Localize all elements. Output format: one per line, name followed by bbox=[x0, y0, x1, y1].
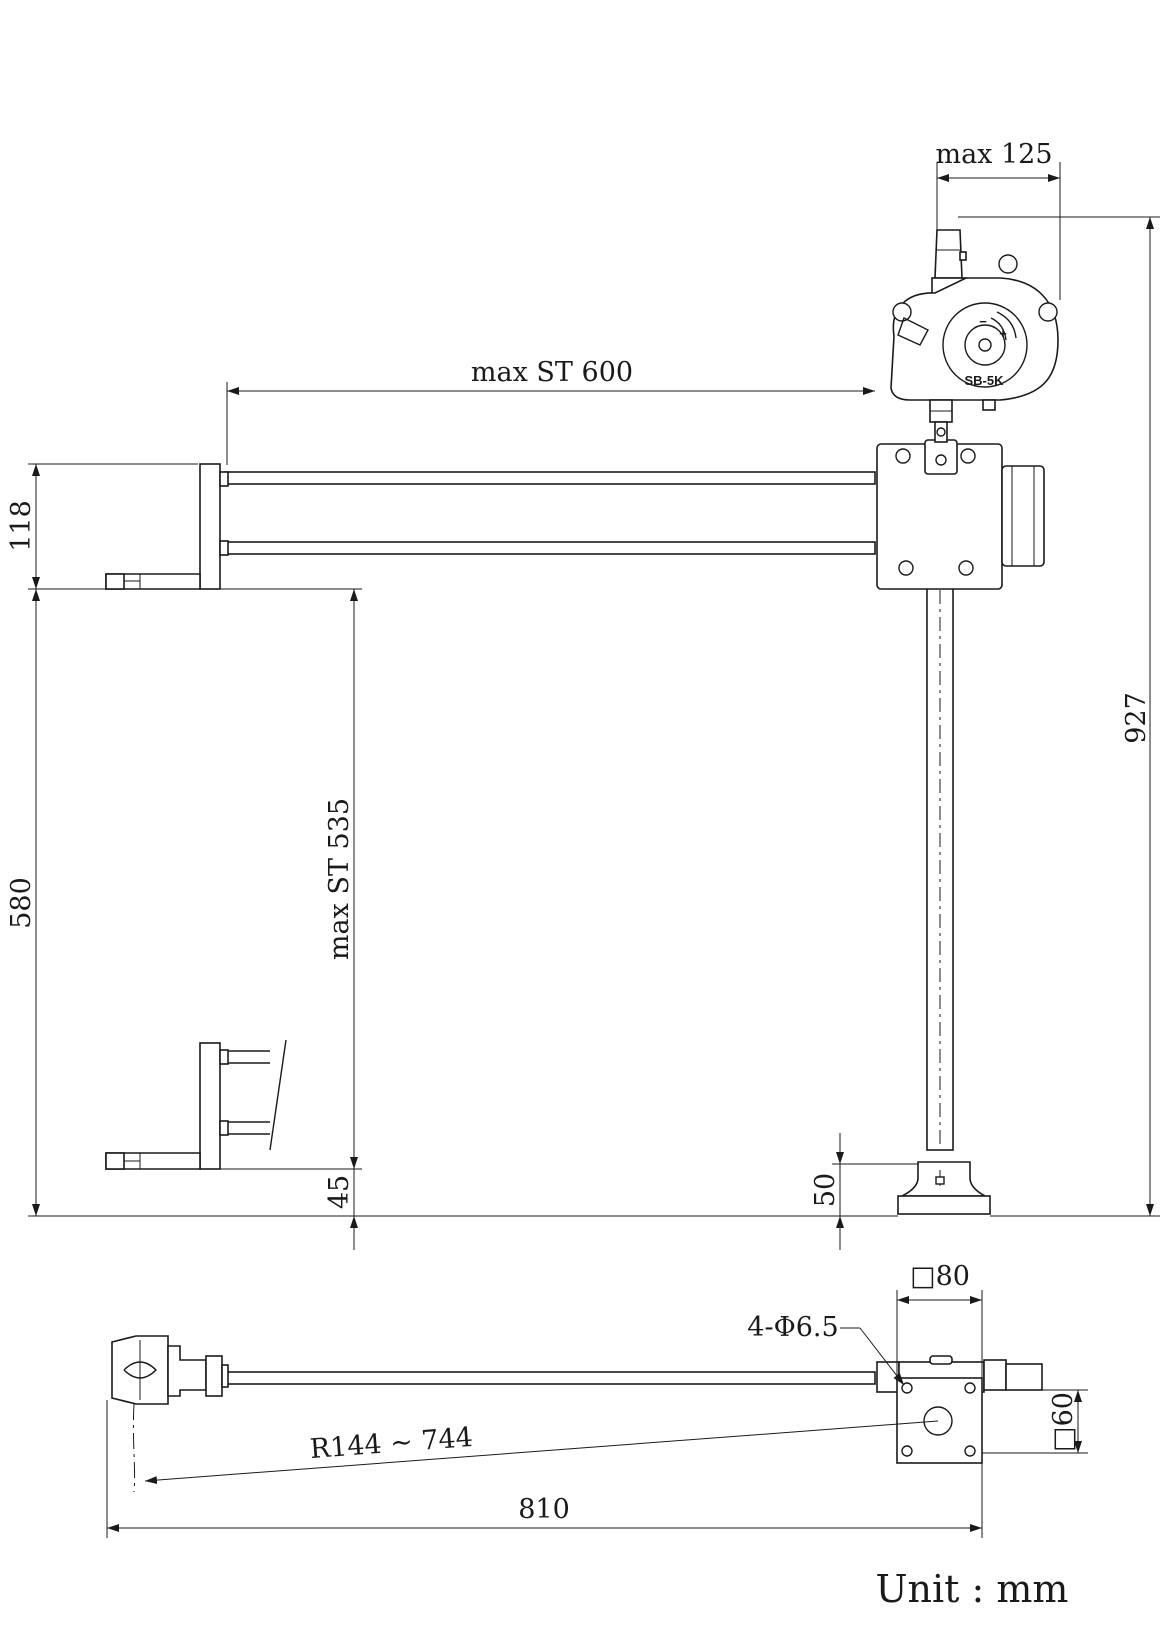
dim-label-45: 45 bbox=[324, 1175, 355, 1209]
bolt-hole bbox=[898, 560, 914, 576]
balancer-plus-sign: + bbox=[999, 326, 1007, 341]
arm-end-bracket-lower bbox=[105, 1039, 287, 1170]
dim-label-square-60: □60 bbox=[1048, 1392, 1079, 1452]
mount-hole bbox=[964, 1445, 976, 1457]
dim-holes-4-phi: 4-Φ6.5 bbox=[747, 1312, 905, 1386]
plan-arm-rod bbox=[224, 1371, 876, 1385]
balancer-minus-sign: − bbox=[979, 314, 987, 329]
dim-label-radius: R144 ~ 744 bbox=[309, 1422, 474, 1465]
dim-label-50: 50 bbox=[810, 1173, 841, 1207]
plan-view: □80 4-Φ6.5 □60 R144 ~ 744 810 bbox=[106, 1261, 1088, 1538]
plan-clamp-end bbox=[111, 1335, 229, 1493]
dim-118: 118 bbox=[6, 463, 198, 590]
dim-label-max-st-600: max ST 600 bbox=[471, 357, 633, 388]
dim-label-927: 927 bbox=[1121, 692, 1152, 744]
dim-50: 50 bbox=[810, 1133, 918, 1250]
mount-hole bbox=[901, 1445, 913, 1457]
dim-square-60: □60 bbox=[982, 1389, 1088, 1454]
plan-carriage-mount bbox=[876, 1355, 1043, 1464]
dim-square-80: □80 bbox=[896, 1261, 983, 1378]
dim-max-125: max 125 bbox=[935, 139, 1061, 300]
unit-note: Unit : mm bbox=[876, 1567, 1069, 1611]
dim-radius: R144 ~ 744 bbox=[144, 1420, 939, 1485]
bolt-hole bbox=[960, 448, 976, 464]
dim-label-580: 580 bbox=[6, 877, 37, 929]
dim-label-810: 810 bbox=[518, 1494, 570, 1525]
mount-hole bbox=[901, 1382, 913, 1394]
dim-label-max-st-535: max ST 535 bbox=[324, 798, 355, 960]
dim-45: 45 bbox=[324, 1169, 358, 1250]
vertical-column bbox=[926, 584, 954, 1151]
bolt-hole bbox=[958, 560, 974, 576]
mount-hole bbox=[964, 1382, 976, 1394]
base-foot bbox=[897, 1161, 991, 1215]
elevation-view: SB-5K − + max 125 max ST 600 927 bbox=[6, 139, 1160, 1250]
dim-max-st-600: max ST 600 bbox=[226, 357, 875, 465]
arm-end-bracket-upper bbox=[105, 463, 229, 590]
dim-label-square-80: □80 bbox=[910, 1261, 970, 1292]
arm-rods bbox=[224, 471, 876, 555]
dim-label-holes: 4-Φ6.5 bbox=[747, 1312, 838, 1343]
dim-580: 580 bbox=[6, 588, 898, 1217]
dim-927: 927 bbox=[958, 216, 1160, 1217]
balancer-model-label: SB-5K bbox=[964, 373, 1004, 388]
carriage-block bbox=[876, 439, 1045, 590]
dim-label-max-125: max 125 bbox=[935, 139, 1052, 170]
dim-max-st-535: max ST 535 bbox=[220, 589, 362, 1170]
dim-label-118: 118 bbox=[6, 500, 37, 552]
bolt-hole bbox=[895, 448, 911, 464]
spring-balancer: SB-5K − + bbox=[890, 229, 1059, 443]
dim-810: 810 bbox=[106, 1400, 983, 1538]
